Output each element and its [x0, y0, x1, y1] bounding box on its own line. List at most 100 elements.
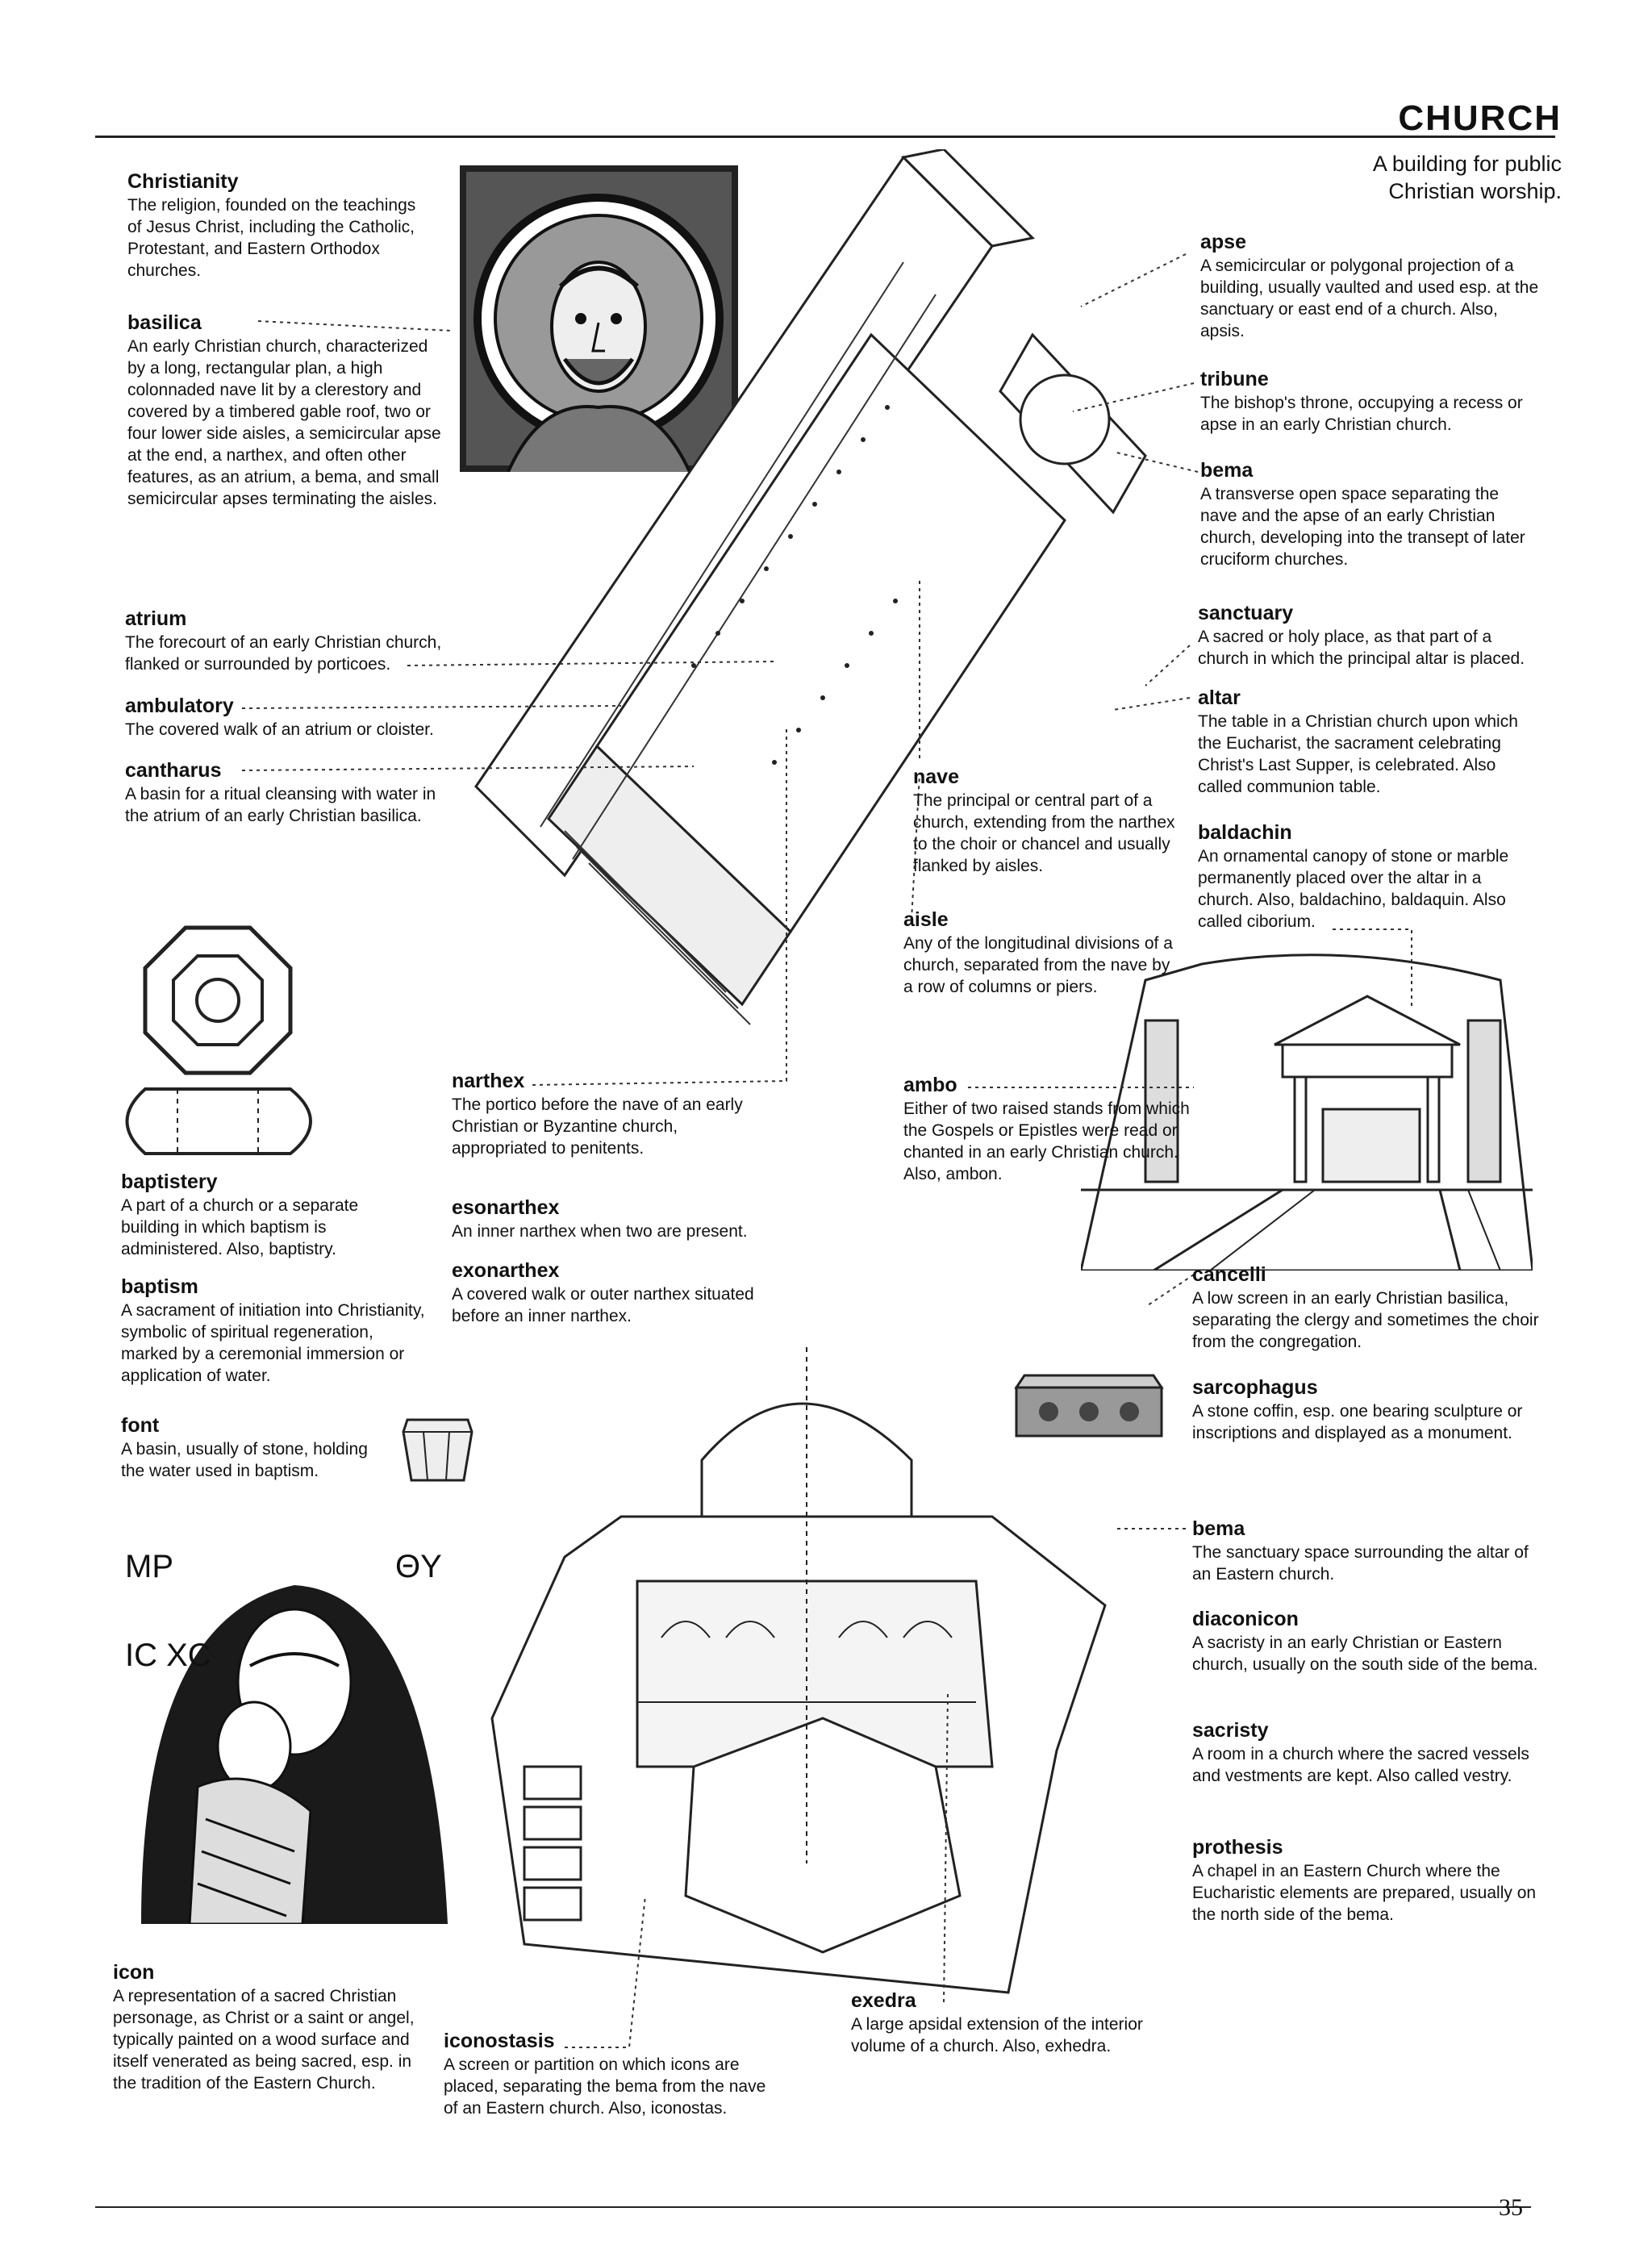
entry-definition: An ornamental canopy of stone or marble … [1198, 847, 1509, 931]
entry-iconostasis: iconostasis A screen or partition on whi… [444, 2029, 782, 2119]
entry-definition: The forecourt of an early Christian chur… [125, 633, 442, 674]
entry-term: sacristy [1192, 1719, 1269, 1742]
entry-sacristy: sacristy A room in a church where the sa… [1192, 1718, 1539, 1787]
baptismal-font-illustration [402, 1418, 473, 1482]
entry-cantharus: cantharus A basin for a ritual cleansing… [125, 758, 464, 827]
entry-aisle: aisle Any of the longitudinal divisions … [903, 908, 1178, 998]
entry-term: cancelli [1192, 1263, 1266, 1286]
entry-definition: A large apsidal extension of the interio… [851, 2015, 1143, 2055]
entry-term: font [121, 1414, 160, 1437]
entry-definition: Any of the longitudinal divisions of a c… [903, 934, 1173, 996]
page-title: CHURCH [1398, 98, 1562, 138]
entry-term: apse [1200, 231, 1246, 253]
entry-definition: A basin for a ritual cleansing with wate… [125, 785, 436, 825]
entry-term: narthex [452, 1070, 525, 1092]
svg-text:IC XC: IC XC [125, 1638, 211, 1673]
entry-term: baldachin [1198, 821, 1292, 844]
entry-christianity: Christianity The religion, founded on th… [127, 169, 434, 282]
entry-term: exedra [851, 1989, 916, 2012]
entry-definition: A screen or partition on which icons are… [444, 2055, 766, 2118]
entry-term: bema [1192, 1517, 1245, 1540]
page-title-definition: A building for public Christian worship. [1372, 152, 1562, 203]
entry-nave: nave The principal or central part of a … [913, 765, 1179, 877]
virgin-and-child-icon-illustration: MP ΘY IC XC [125, 1549, 448, 1924]
entry-term: bema [1200, 459, 1254, 482]
entry-definition: A low screen in an early Christian basil… [1192, 1289, 1539, 1351]
entry-narthex: narthex The portico before the nave of a… [452, 1069, 766, 1159]
entry-definition: A semicircular or polygonal projection o… [1200, 257, 1539, 340]
entry-term: baptism [121, 1275, 198, 1298]
entry-prothesis: prothesis A chapel in an Eastern Church … [1192, 1835, 1539, 1926]
entry-definition: A sacrament of initiation into Christian… [121, 1301, 425, 1385]
entry-sarcophagus: sarcophagus A stone coffin, esp. one bea… [1192, 1375, 1539, 1444]
entry-esonarthex: esonarthex An inner narthex when two are… [452, 1196, 774, 1242]
sarcophagus-illustration [1014, 1374, 1164, 1438]
entry-definition: A chapel in an Eastern Church where the … [1192, 1862, 1537, 1924]
entry-definition: The religion, founded on the teachings o… [127, 196, 416, 280]
header-rule [95, 136, 1555, 138]
entry-term: tribune [1200, 368, 1269, 390]
entry-term: exonarthex [452, 1259, 560, 1282]
entry-ambo: ambo Either of two raised stands from wh… [903, 1073, 1210, 1185]
entry-term: diaconicon [1192, 1608, 1299, 1630]
entry-altar: altar The table in a Christian church up… [1198, 686, 1541, 798]
entry-exedra: exedra A large apsidal extension of the … [851, 1988, 1174, 2057]
entry-term: basilica [127, 311, 202, 334]
entry-bema-eastern: bema The sanctuary space surrounding the… [1192, 1517, 1539, 1585]
entry-definition: The table in a Christian church upon whi… [1198, 712, 1518, 796]
svg-text:ΘY: ΘY [395, 1549, 442, 1584]
entry-diaconicon: diaconicon A sacristy in an early Christ… [1192, 1607, 1539, 1676]
entry-sanctuary: sanctuary A sacred or holy place, as tha… [1198, 601, 1541, 670]
entry-term: prothesis [1192, 1836, 1283, 1859]
baldachin-interior-illustration [1081, 954, 1533, 1271]
entry-definition: A covered walk or outer narthex situated… [452, 1285, 754, 1325]
entry-definition: The bishop's throne, occupying a recess … [1200, 394, 1523, 434]
entry-definition: A transverse open space separating the n… [1200, 485, 1525, 569]
basilica-axonometric-illustration [474, 149, 1147, 1025]
entry-exonarthex: exonarthex A covered walk or outer narth… [452, 1258, 758, 1327]
entry-term: Christianity [127, 170, 239, 193]
entry-bema-early: bema A transverse open space separating … [1200, 458, 1539, 570]
byzantine-church-cutaway-illustration [490, 1347, 1107, 1994]
entry-term: esonarthex [452, 1196, 560, 1219]
entry-definition: Either of two raised stands from which t… [903, 1100, 1190, 1183]
entry-baptistery: baptistery A part of a church or a separ… [121, 1170, 411, 1260]
entry-term: ambulatory [125, 695, 234, 717]
entry-definition: A room in a church where the sacred vess… [1192, 1745, 1529, 1785]
entry-icon: icon A representation of a sacred Christ… [113, 1960, 428, 2094]
footer-rule [95, 2206, 1531, 2208]
entry-font: font A basin, usually of stone, holding … [121, 1413, 395, 1482]
entry-definition: The principal or central part of a churc… [913, 791, 1175, 875]
entry-term: icon [113, 1961, 155, 1984]
entry-ambulatory: ambulatory The covered walk of an atrium… [125, 694, 464, 741]
entry-definition: A representation of a sacred Christian p… [113, 1987, 415, 2093]
entry-term: sarcophagus [1192, 1376, 1318, 1399]
entry-cancelli: cancelli A low screen in an early Christ… [1192, 1262, 1539, 1353]
entry-definition: A sacristy in an early Christian or East… [1192, 1634, 1538, 1674]
entry-term: aisle [903, 908, 949, 931]
entry-term: iconostasis [444, 2030, 555, 2052]
entry-basilica: basilica An early Christian church, char… [127, 311, 450, 510]
entry-definition: A basin, usually of stone, holding the w… [121, 1440, 368, 1480]
entry-term: atrium [125, 607, 187, 630]
page-number: 35 [1499, 2194, 1523, 2221]
entry-definition: The sanctuary space surrounding the alta… [1192, 1543, 1529, 1584]
entry-definition: A stone coffin, esp. one bearing sculptu… [1192, 1402, 1523, 1442]
entry-tribune: tribune The bishop's throne, occupying a… [1200, 367, 1539, 436]
entry-definition: The covered walk of an atrium or cloiste… [125, 720, 434, 739]
entry-definition: An inner narthex when two are present. [452, 1222, 748, 1241]
entry-definition: A part of a church or a separate buildin… [121, 1196, 359, 1258]
entry-baldachin: baldachin An ornamental canopy of stone … [1198, 820, 1541, 933]
entry-baptism: baptism A sacrament of initiation into C… [121, 1275, 428, 1387]
entry-term: cantharus [125, 759, 222, 782]
entry-term: altar [1198, 686, 1241, 709]
entry-definition: The portico before the nave of an early … [452, 1095, 743, 1158]
baptistery-plan-illustration [125, 925, 312, 1155]
entry-term: baptistery [121, 1171, 218, 1193]
entry-atrium: atrium The forecourt of an early Christi… [125, 607, 464, 675]
entry-term: ambo [903, 1074, 957, 1096]
entry-term: nave [913, 766, 959, 788]
entry-apse: apse A semicircular or polygonal project… [1200, 230, 1539, 342]
entry-definition: An early Christian church, characterized… [127, 337, 441, 508]
